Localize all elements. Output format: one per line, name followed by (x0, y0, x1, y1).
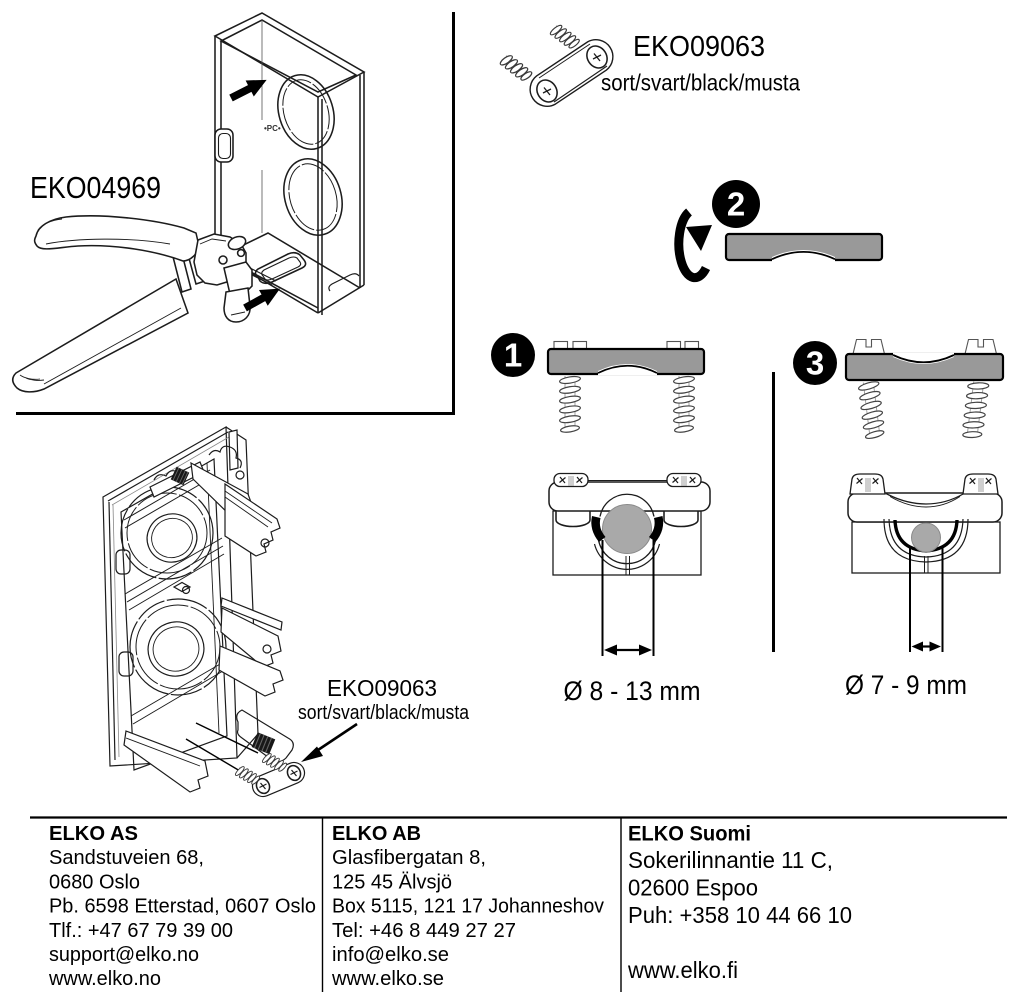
svg-text:0680 Oslo: 0680 Oslo (49, 871, 140, 893)
svg-text:EKO09063: EKO09063 (327, 675, 437, 701)
svg-text:support@elko.no: support@elko.no (49, 944, 199, 966)
svg-text:125 45 Älvsjö: 125 45 Älvsjö (332, 871, 452, 893)
svg-text:ELKO AS: ELKO AS (49, 823, 138, 845)
svg-text:info@elko.se: info@elko.se (332, 944, 449, 966)
svg-text:EKO04969: EKO04969 (30, 171, 161, 205)
svg-text:3: 3 (806, 345, 824, 382)
svg-text:Puh: +358 10 44 66 10: Puh: +358 10 44 66 10 (628, 902, 852, 928)
svg-text:Glasfibergatan 8,: Glasfibergatan 8, (332, 847, 486, 869)
svg-text:Ø 7 - 9 mm: Ø 7 - 9 mm (845, 670, 967, 700)
svg-text:www.elko.fi: www.elko.fi (627, 957, 738, 983)
svg-text:Tel: +46 8 449 27 27: Tel: +46 8 449 27 27 (332, 920, 516, 942)
svg-text:www.elko.se: www.elko.se (331, 968, 444, 990)
svg-text:Sokerilinnantie 11 C,: Sokerilinnantie 11 C, (628, 847, 833, 873)
svg-text:Pb. 6598 Etterstad, 0607 Oslo: Pb. 6598 Etterstad, 0607 Oslo (49, 896, 316, 918)
svg-text:www.elko.no: www.elko.no (48, 968, 161, 990)
svg-text:Ø 8 - 13 mm: Ø 8 - 13 mm (564, 676, 701, 706)
svg-text:Box 5115, 121 17 Johanneshov: Box 5115, 121 17 Johanneshov (332, 896, 604, 918)
svg-text:sort/svart/black/musta: sort/svart/black/musta (298, 702, 470, 724)
svg-text:•PC•: •PC• (264, 124, 281, 133)
svg-text:ELKO Suomi: ELKO Suomi (628, 822, 751, 846)
svg-text:EKO09063: EKO09063 (633, 31, 765, 63)
svg-text:02600 Espoo: 02600 Espoo (628, 875, 758, 901)
svg-text:1: 1 (504, 337, 522, 374)
svg-text:Tlf.: +47 67 79 39 00: Tlf.: +47 67 79 39 00 (49, 920, 233, 942)
svg-text:sort/svart/black/musta: sort/svart/black/musta (601, 70, 801, 96)
svg-text:Sandstuveien 68,: Sandstuveien 68, (49, 847, 204, 869)
svg-text:2: 2 (727, 186, 745, 223)
svg-text:ELKO AB: ELKO AB (332, 823, 421, 845)
